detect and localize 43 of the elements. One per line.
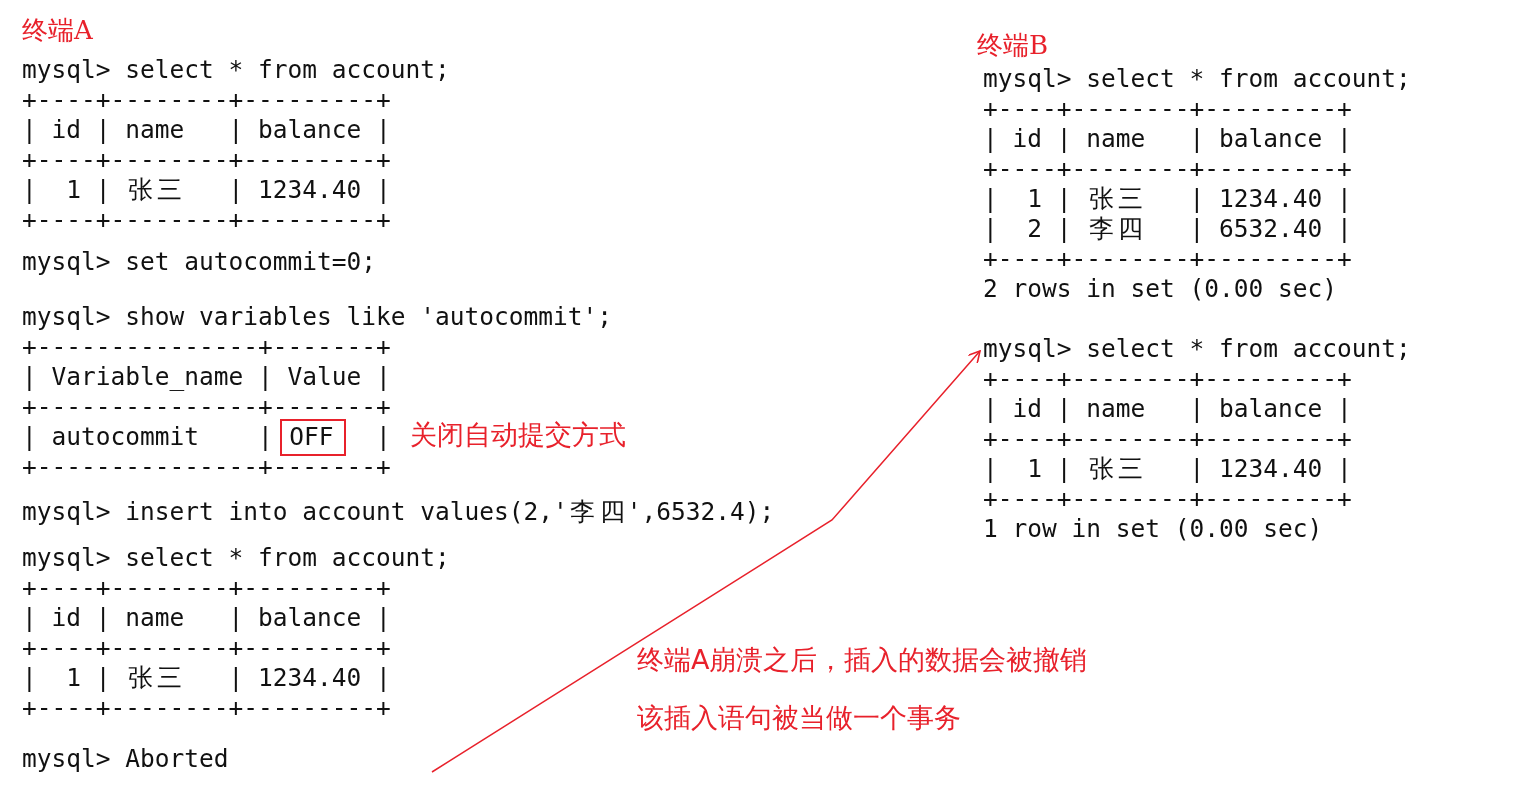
terminal-title: 终端A (22, 15, 93, 45)
table-row: | id | name | balance | (983, 394, 1352, 424)
table-row: | id | name | balance | (22, 603, 391, 633)
terminal-title: 终端B (977, 30, 1049, 60)
table-border: +---------------+-------+ (22, 392, 391, 422)
command-line: mysql> select * from account; (22, 543, 450, 573)
table-border: +----+--------+---------+ (983, 364, 1352, 394)
table-border: +----+--------+---------+ (983, 94, 1352, 124)
command-line: mysql> Aborted (22, 744, 229, 774)
table-border: +----+--------+---------+ (983, 484, 1352, 514)
table-border: +----+--------+---------+ (22, 633, 391, 663)
table-border: +----+--------+---------+ (22, 693, 391, 723)
table-row: | 2 | 李四 | 6532.40 | (983, 214, 1352, 244)
table-border: +----+--------+---------+ (22, 573, 391, 603)
table-border: +---------------+-------+ (22, 332, 391, 362)
table-border: +----+--------+---------+ (22, 85, 391, 115)
table-row: | 1 | 张三 | 1234.40 | (22, 663, 391, 693)
table-divider-text: | (376, 422, 391, 452)
table-border: +----+--------+---------+ (983, 244, 1352, 274)
result-text: 1 row in set (0.00 sec) (983, 514, 1323, 544)
table-row: | autocommit | (22, 422, 273, 452)
table-row: | id | name | balance | (22, 115, 391, 145)
table-border: +----+--------+---------+ (983, 424, 1352, 454)
command-line: mysql> insert into account values(2,'李四',6532.4); (22, 497, 775, 527)
highlight-box: OFF (280, 419, 347, 456)
table-border: +----+--------+---------+ (22, 205, 391, 235)
command-line: mysql> set autocommit=0; (22, 247, 376, 277)
annotation-text: 该插入语句被当做一个事务 (637, 701, 961, 735)
command-line: mysql> select * from account; (983, 334, 1418, 364)
table-border: +----+--------+---------+ (22, 145, 391, 175)
command-line: mysql> select * from account; (983, 64, 1411, 94)
command-line: mysql> select * from account; (22, 55, 450, 85)
arrow (431, 350, 981, 773)
table-row: | 1 | 张三 | 1234.40 | (983, 454, 1352, 484)
command-line: mysql> show variables like 'autocommit'; (22, 302, 612, 332)
table-border: +----+--------+---------+ (983, 154, 1352, 184)
table-row: | Variable_name | Value | (22, 362, 391, 392)
result-text: 2 rows in set (0.00 sec) (983, 274, 1337, 304)
annotation-text: 关闭自动提交方式 (410, 418, 626, 452)
table-row: | id | name | balance | (983, 124, 1352, 154)
table-row: | 1 | 张三 | 1234.40 | (22, 175, 391, 205)
annotation-text: 终端A崩溃之后，插入的数据会被撤销 (637, 643, 1088, 677)
table-row: | 1 | 张三 | 1234.40 | (983, 184, 1352, 214)
